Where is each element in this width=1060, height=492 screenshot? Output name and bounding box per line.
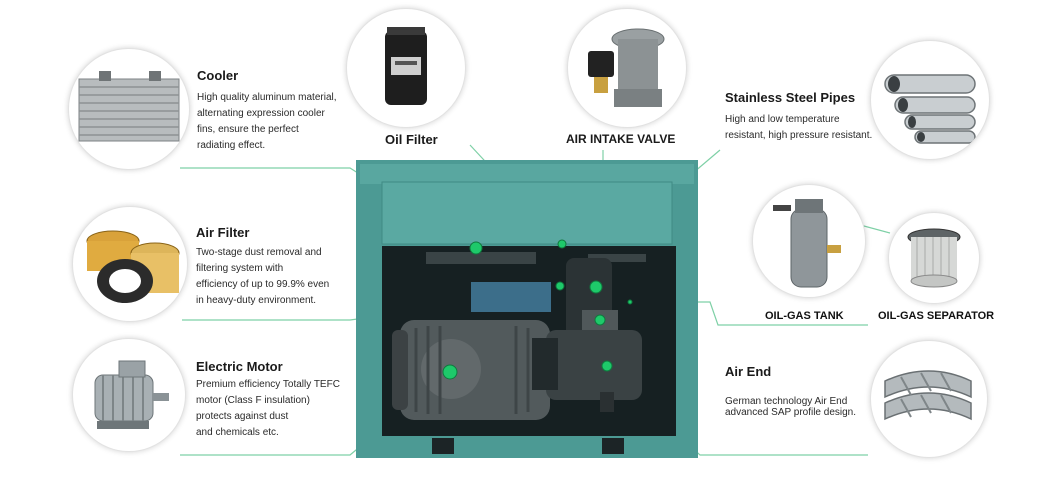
air-intake-valve-title: AIR INTAKE VALVE <box>566 132 676 146</box>
marker-oil-filter <box>557 239 567 249</box>
air-end-icon <box>884 370 972 421</box>
air-filter-title: Air Filter <box>196 225 250 240</box>
air-filter-desc: Two-stage dust removal and filtering sys… <box>196 247 330 306</box>
marker-air-filter <box>589 280 603 294</box>
electric-motor-thumbnail <box>72 338 186 452</box>
stainless-pipes-thumbnail <box>870 40 990 160</box>
air-end-desc: German technology Air End advanced SAP p… <box>725 396 857 418</box>
air-filter-thumbnail <box>72 206 188 322</box>
air-end-title: Air End <box>725 364 772 379</box>
oil-gas-tank-title: OIL-GAS TANK <box>765 310 844 322</box>
oil-filter-icon <box>385 27 427 105</box>
stainless-pipes-title: Stainless Steel Pipes <box>725 90 856 105</box>
steel-pipes-icon <box>884 74 976 144</box>
cooler-icon <box>78 71 180 142</box>
oil-filter-thumbnail <box>346 8 466 128</box>
oil-filter-title: Oil Filter <box>385 132 438 147</box>
air-intake-valve-thumbnail <box>567 8 687 128</box>
cooler-desc: High quality aluminum material, alternat… <box>197 92 337 151</box>
electric-motor-icon <box>94 360 169 429</box>
electric-motor-desc: Premium efficiency Totally TEFC motor (C… <box>196 379 340 438</box>
marker-intake <box>594 314 606 326</box>
oil-gas-separator-thumbnail <box>888 212 980 304</box>
marker-cooler <box>469 241 483 255</box>
marker-air-end <box>601 360 613 372</box>
air-end-thumbnail <box>870 340 988 458</box>
cooler-thumbnail <box>68 48 190 170</box>
oil-gas-separator-title: OIL-GAS SEPARATOR <box>878 310 995 322</box>
separator-icon <box>907 228 961 288</box>
marker-pipes <box>555 281 565 291</box>
cooler-title: Cooler <box>197 68 239 83</box>
electric-motor-title: Electric Motor <box>196 359 283 374</box>
air-intake-valve-icon <box>588 28 665 107</box>
oil-gas-tank-thumbnail <box>752 184 866 298</box>
compressor-cabinet <box>356 160 698 458</box>
marker-tank <box>627 299 633 305</box>
stainless-pipes-desc: High and low temperature resistant, high… <box>725 114 873 141</box>
marker-motor <box>442 364 458 380</box>
oil-gas-tank-icon <box>773 199 841 288</box>
air-filter-icon <box>86 230 180 303</box>
